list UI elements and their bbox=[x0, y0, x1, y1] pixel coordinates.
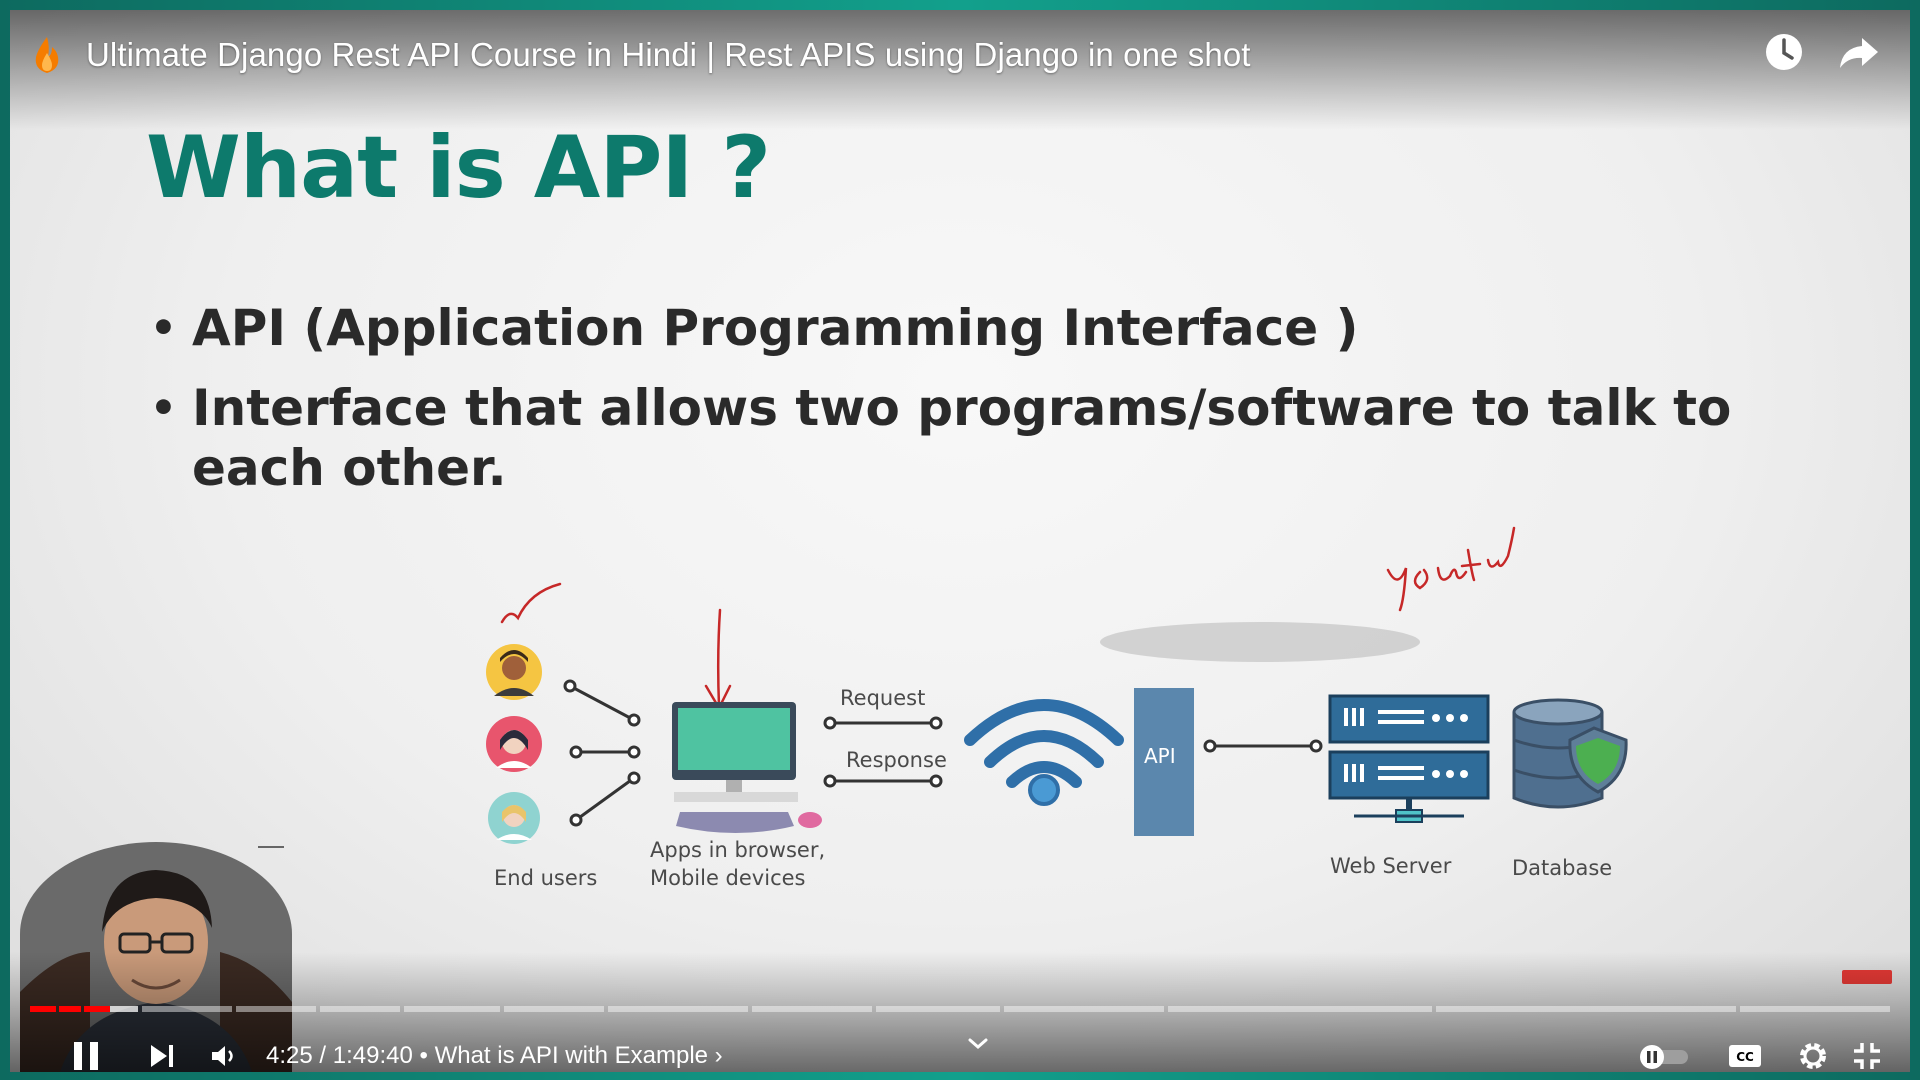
progress-buffered bbox=[110, 1006, 138, 1012]
slide-bullet-list: • API (Application Programming Interface… bbox=[150, 298, 1830, 518]
database-label: Database bbox=[1512, 856, 1613, 880]
response-label: Response bbox=[846, 748, 947, 772]
api-box-label: API bbox=[1144, 744, 1176, 768]
apps-label-line2: Mobile devices bbox=[650, 866, 806, 890]
request-label: Request bbox=[840, 686, 926, 710]
request-response-arrows bbox=[823, 716, 943, 788]
title-bar: Ultimate Django Rest API Course in Hindi… bbox=[30, 30, 1890, 80]
user-avatar-icon bbox=[486, 644, 542, 700]
chapter-chevron-icon[interactable]: › bbox=[714, 1042, 723, 1069]
chapter-segment[interactable] bbox=[404, 1006, 500, 1012]
user-avatar-icon bbox=[486, 716, 542, 772]
exit-fullscreen-icon bbox=[1854, 1043, 1880, 1069]
video-viewport[interactable]: What is API ? • API (Application Program… bbox=[10, 10, 1910, 1072]
diagram-graphics bbox=[486, 622, 1628, 844]
duration: 1:49:40 bbox=[332, 1042, 413, 1069]
server-icon bbox=[1328, 694, 1490, 823]
chevron-down-icon[interactable] bbox=[964, 1034, 992, 1054]
chapter-segment[interactable] bbox=[142, 1006, 232, 1012]
database-icon bbox=[1512, 698, 1628, 809]
gear-icon bbox=[1800, 1043, 1826, 1069]
computer-icon bbox=[672, 702, 822, 833]
chapter-segment[interactable] bbox=[1168, 1006, 1432, 1012]
user-avatar-icon bbox=[488, 792, 540, 844]
settings-button[interactable] bbox=[1788, 1032, 1838, 1072]
player-controls: 4:25 / 1:49:40 • What is API with Exampl… bbox=[30, 1032, 1890, 1072]
video-title[interactable]: Ultimate Django Rest API Course in Hindi… bbox=[86, 36, 1251, 73]
cc-icon: CC bbox=[1729, 1045, 1761, 1067]
user-connectors bbox=[563, 679, 641, 827]
clock-icon[interactable] bbox=[1762, 30, 1806, 74]
bullet-item: • API (Application Programming Interface… bbox=[150, 298, 1830, 358]
chapter-segment[interactable] bbox=[608, 1006, 748, 1012]
handwritten-scribble bbox=[1386, 526, 1516, 612]
chapter-segment[interactable] bbox=[504, 1006, 604, 1012]
bullet-text: API (Application Programming Interface ) bbox=[192, 299, 1359, 357]
wifi-icon bbox=[964, 699, 1124, 806]
api-server-connector bbox=[1203, 739, 1323, 753]
volume-button[interactable] bbox=[202, 1032, 246, 1072]
bullet-item: • Interface that allows two programs/sof… bbox=[150, 378, 1830, 498]
flame-icon[interactable] bbox=[30, 35, 64, 75]
next-button[interactable] bbox=[138, 1032, 186, 1072]
apps-label-line1: Apps in browser, bbox=[650, 838, 826, 862]
bottom-gradient bbox=[10, 952, 1910, 1072]
web-server-label: Web Server bbox=[1330, 854, 1452, 878]
progress-bar[interactable] bbox=[30, 1006, 1890, 1012]
time-display: 4:25 / 1:49:40 • What is API with Exampl… bbox=[266, 1042, 723, 1070]
bullet-dot: • bbox=[150, 303, 177, 352]
api-box bbox=[1134, 688, 1194, 836]
next-icon bbox=[151, 1045, 173, 1067]
chapter-segment[interactable] bbox=[1740, 1006, 1890, 1012]
api-flow-diagram: End users Apps in browser, Mobile device… bbox=[470, 500, 1670, 920]
chapter-segment[interactable] bbox=[236, 1006, 316, 1012]
current-time: 4:25 bbox=[266, 1042, 313, 1069]
progress-played bbox=[30, 1006, 56, 1012]
handwritten-checkmark bbox=[500, 582, 562, 624]
chapter-segment[interactable] bbox=[876, 1006, 1000, 1012]
chapter-segment[interactable] bbox=[320, 1006, 400, 1012]
progress-played bbox=[59, 1006, 81, 1012]
autoplay-toggle-icon bbox=[1640, 1045, 1688, 1069]
autoplay-toggle[interactable] bbox=[1634, 1032, 1694, 1072]
chapter-segment[interactable] bbox=[752, 1006, 872, 1012]
chapter-separator: • bbox=[412, 1042, 435, 1069]
progress-played bbox=[84, 1006, 110, 1012]
pause-button[interactable] bbox=[62, 1032, 110, 1072]
svg-text:CC: CC bbox=[1736, 1050, 1754, 1064]
slide-heading: What is API ? bbox=[146, 118, 771, 218]
stray-dash bbox=[258, 846, 284, 848]
captions-button[interactable]: CC bbox=[1720, 1032, 1770, 1072]
bullet-dot: • bbox=[150, 383, 177, 432]
top-gradient bbox=[10, 10, 1910, 130]
end-users-label: End users bbox=[494, 866, 598, 890]
chapter-segment[interactable] bbox=[1004, 1006, 1164, 1012]
exit-fullscreen-button[interactable] bbox=[1842, 1032, 1892, 1072]
bullet-text: Interface that allows two programs/softw… bbox=[192, 379, 1732, 497]
chapter-segment[interactable] bbox=[1436, 1006, 1736, 1012]
share-icon[interactable] bbox=[1836, 30, 1880, 74]
time-separator: / bbox=[312, 1042, 333, 1069]
top-actions bbox=[1762, 30, 1880, 74]
chapter-title-button[interactable]: What is API with Example bbox=[434, 1042, 708, 1069]
pause-icon bbox=[74, 1042, 98, 1070]
volume-icon bbox=[212, 1046, 233, 1066]
